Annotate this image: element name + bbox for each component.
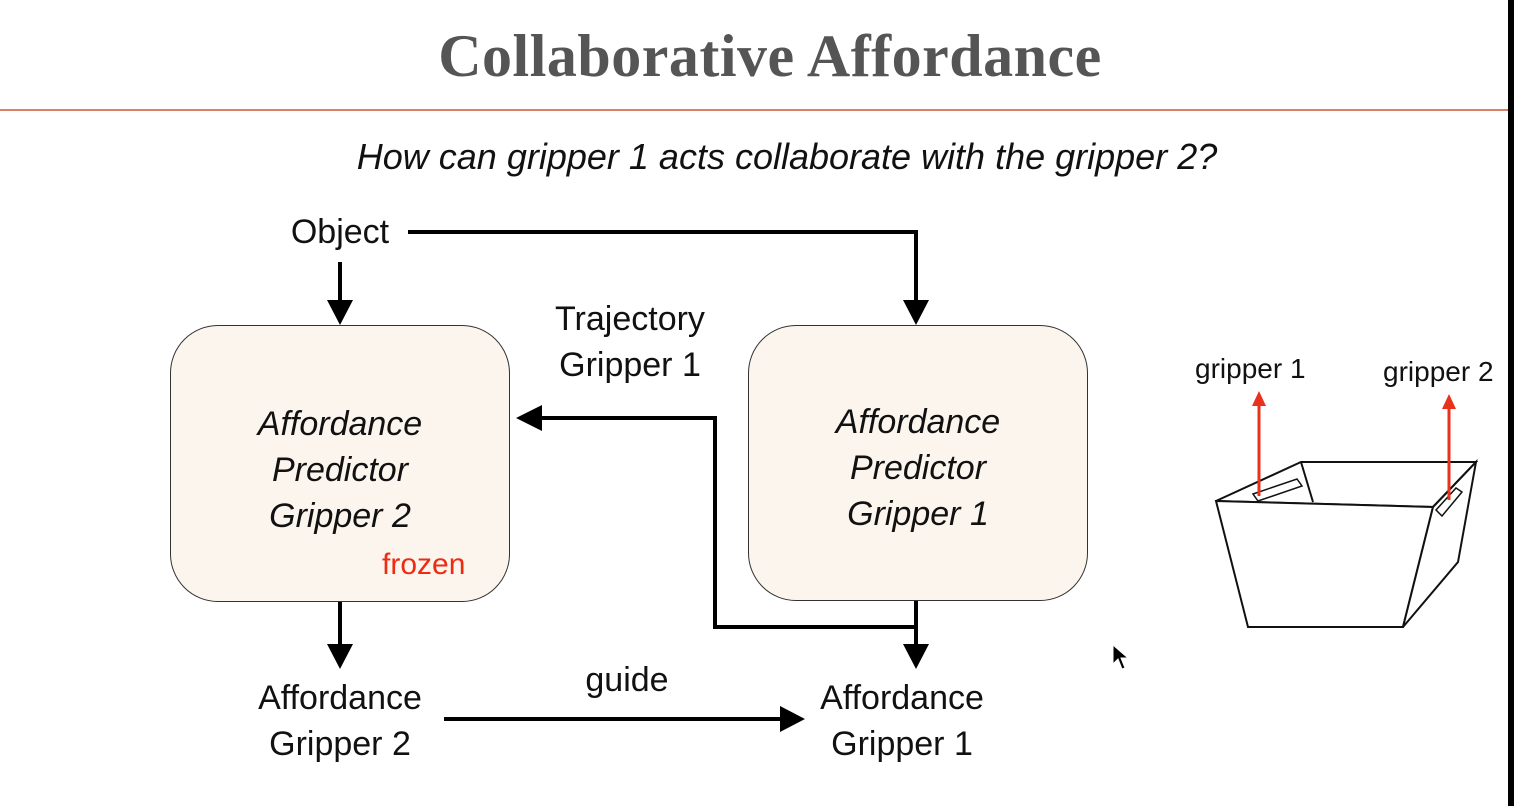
affordance-gripper2-line2: Gripper 2 <box>269 725 411 763</box>
arrow-object-to-predictor1 <box>408 230 929 325</box>
predictor-gripper1-box: Affordance Predictor Gripper 1 <box>748 325 1088 601</box>
predictor-gripper1-text: Affordance Predictor Gripper 1 <box>749 399 1087 537</box>
affordance-gripper1-line2: Gripper 1 <box>831 725 973 763</box>
frozen-badge: frozen <box>382 548 466 581</box>
arrow-predictor2-to-output2 <box>327 602 353 669</box>
arrow-trajectory-to-predictor2 <box>516 405 916 629</box>
predictor-gripper2-box: Affordance Predictor Gripper 2 frozen <box>170 325 510 602</box>
box-opening <box>1215 461 1479 509</box>
handle-slot-1 <box>1251 478 1304 502</box>
object-label: Object <box>290 213 390 251</box>
predictor-gripper2-line1: Affordance <box>257 405 423 443</box>
trajectory-label-line2: Gripper 1 <box>559 346 701 384</box>
affordance-gripper1-line1: Affordance <box>820 679 984 717</box>
trajectory-label-line1: Trajectory <box>555 300 705 338</box>
affordance-gripper2-line1: Affordance <box>258 679 422 717</box>
predictor-gripper2-text: Affordance Predictor Gripper 2 <box>171 401 509 539</box>
box-front <box>1214 499 1435 628</box>
slide-question: How can gripper 1 acts collaborate with … <box>356 136 1218 177</box>
window-edge <box>1508 0 1514 806</box>
box-side <box>1402 458 1478 628</box>
box-illustration <box>1214 458 1479 628</box>
predictor-gripper2-line3: Gripper 2 <box>269 497 411 535</box>
arrow-guide <box>444 706 805 732</box>
trajectory-label: Trajectory Gripper 1 <box>520 296 740 388</box>
arrow-predictor1-to-output1 <box>903 600 929 669</box>
guide-label: guide <box>585 661 669 699</box>
predictor-gripper1-line1: Affordance <box>835 403 1001 441</box>
arrow-object-to-predictor2 <box>327 262 353 325</box>
title-divider <box>0 109 1510 111</box>
mouse-cursor-icon <box>1112 643 1130 670</box>
slide-title: Collaborative Affordance <box>438 23 1102 89</box>
gripper1-arrow-icon <box>1252 391 1266 496</box>
affordance-gripper1-output: Affordance Gripper 1 <box>792 675 1012 767</box>
gripper1-label: gripper 1 <box>1195 353 1306 384</box>
gripper2-arrow-icon <box>1442 394 1456 500</box>
affordance-gripper2-output: Affordance Gripper 2 <box>230 675 450 767</box>
predictor-gripper1-line2: Predictor <box>849 449 987 487</box>
predictor-gripper2-line2: Predictor <box>271 451 409 489</box>
gripper2-label: gripper 2 <box>1383 356 1494 387</box>
predictor-gripper1-line3: Gripper 1 <box>847 495 989 533</box>
